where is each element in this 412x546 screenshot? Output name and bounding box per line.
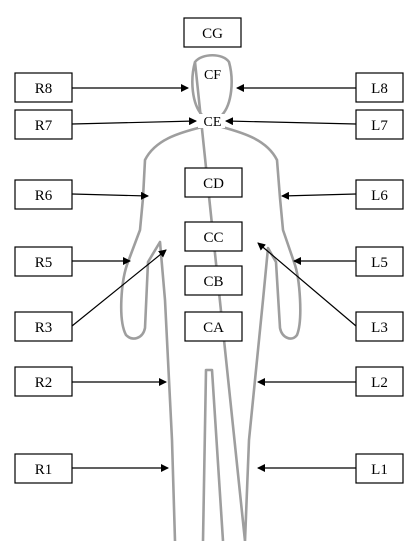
- arrow-l3: [258, 243, 356, 326]
- label-l8: L8: [356, 73, 403, 102]
- arrow-r7: [72, 121, 196, 124]
- center-label-cd-text: CD: [203, 176, 224, 192]
- center-label-cd: CD: [185, 168, 242, 197]
- label-r8-text: R8: [35, 81, 53, 97]
- label-r3: R3: [15, 312, 72, 341]
- label-l2-text: L2: [371, 375, 388, 391]
- label-l3-text: L3: [371, 320, 388, 336]
- label-l7-text: L7: [371, 118, 388, 134]
- center-label-ca: CA: [185, 312, 242, 341]
- label-r7-text: R7: [35, 118, 53, 134]
- label-l2: L2: [356, 367, 403, 396]
- label-l6-text: L6: [371, 188, 388, 204]
- center-label-ce-text: CE: [204, 115, 222, 130]
- center-label-cf-text: CF: [204, 68, 221, 83]
- center-label-ca-text: CA: [203, 320, 224, 336]
- label-l5: L5: [356, 247, 403, 276]
- label-l8-text: L8: [371, 81, 388, 97]
- label-l6: L6: [356, 180, 403, 209]
- label-r3-text: R3: [35, 320, 53, 336]
- center-label-cg: CG: [184, 18, 241, 47]
- label-r1-text: R1: [35, 462, 53, 478]
- arrow-r6: [72, 194, 148, 196]
- center-label-ce: CE: [198, 114, 225, 130]
- label-r6-text: R6: [35, 188, 53, 204]
- center-label-cf: CF: [204, 68, 221, 83]
- label-l1-text: L1: [371, 462, 388, 478]
- center-label-cc: CC: [185, 222, 242, 251]
- label-r5: R5: [15, 247, 72, 276]
- label-l7: L7: [356, 110, 403, 139]
- arrow-l7: [226, 121, 356, 124]
- label-l1: L1: [356, 454, 403, 483]
- center-label-cc-text: CC: [203, 230, 223, 246]
- label-l3: L3: [356, 312, 403, 341]
- arrow-l6: [282, 194, 356, 196]
- label-r6: R6: [15, 180, 72, 209]
- label-r8: R8: [15, 73, 72, 102]
- center-label-cg-text: CG: [202, 26, 223, 42]
- label-r1: R1: [15, 454, 72, 483]
- center-label-cb-text: CB: [203, 274, 223, 290]
- label-r7: R7: [15, 110, 72, 139]
- label-r2-text: R2: [35, 375, 53, 391]
- label-l5-text: L5: [371, 255, 388, 271]
- label-r5-text: R5: [35, 255, 53, 271]
- label-r2: R2: [15, 367, 72, 396]
- center-label-cb: CB: [185, 266, 242, 295]
